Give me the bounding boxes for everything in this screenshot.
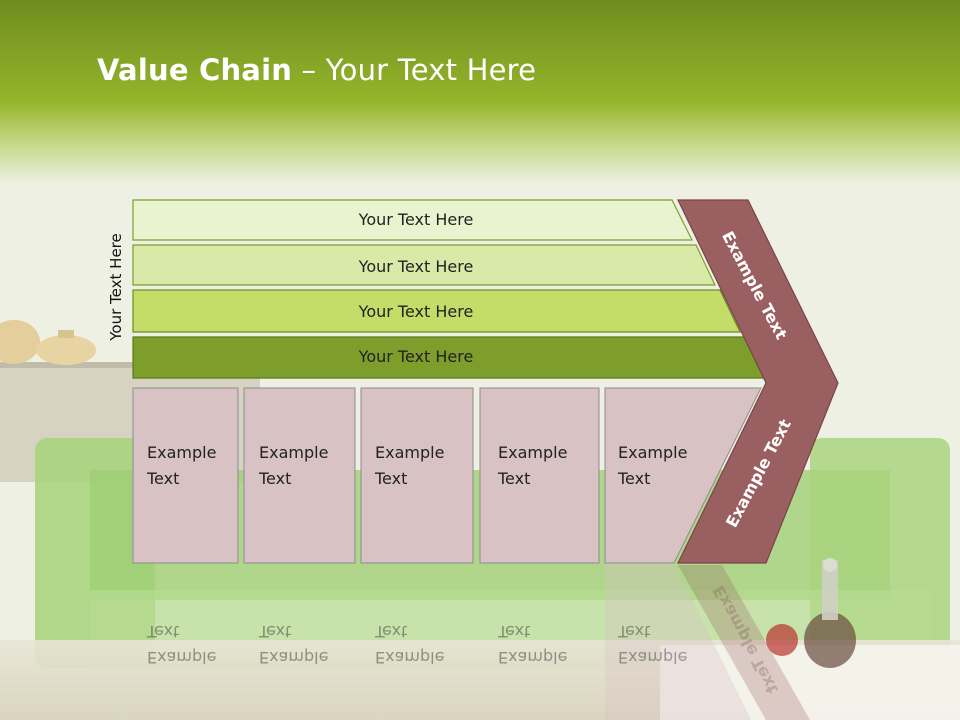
- svg-text:Example: Example: [498, 648, 567, 667]
- cell-box-3: [360, 387, 474, 564]
- cell-4: Example Text: [479, 387, 600, 564]
- bar-row-4: Your Text Here: [132, 336, 765, 379]
- cell-1-line-1: Example: [147, 443, 216, 462]
- title-bold: Value Chain: [97, 53, 293, 87]
- svg-text:Example: Example: [375, 648, 444, 667]
- svg-text:Text: Text: [497, 622, 530, 641]
- cell-4-line-1: Example: [498, 443, 567, 462]
- cell-box-1: [132, 387, 239, 564]
- cell-reflection-1: Example: [147, 648, 216, 667]
- svg-text:Text: Text: [374, 622, 407, 641]
- bar-1: [132, 199, 693, 241]
- cell-5-line-1: Example: [618, 443, 687, 462]
- cell-5: Example Text: [604, 387, 762, 564]
- svg-text:Text: Text: [258, 622, 291, 641]
- cell-2-line-2: Text: [258, 469, 291, 488]
- svg-text:Example: Example: [259, 648, 328, 667]
- bar-label-1: Your Text Here: [358, 210, 474, 229]
- cell-box-4: [479, 387, 600, 564]
- title-rest: – Your Text Here: [292, 53, 537, 87]
- bar-3: [132, 289, 741, 333]
- cell-1-line-2: Text: [146, 469, 179, 488]
- cell-2-line-1: Example: [259, 443, 328, 462]
- cell-3: Example Text: [360, 387, 474, 564]
- cell-box-5: [604, 387, 762, 564]
- bar-label-2: Your Text Here: [358, 257, 474, 276]
- chevron-arrow: Example Text Example Text: [677, 199, 839, 564]
- chevron-shape: [677, 199, 839, 564]
- vase-left: [0, 320, 40, 364]
- cell-1: Example Text: [132, 387, 239, 564]
- bar-row-1: Your Text Here: [132, 199, 693, 241]
- bar-row-2: Your Text Here: [132, 244, 716, 286]
- svg-text:Example: Example: [618, 648, 687, 667]
- cell-4-line-2: Text: [497, 469, 530, 488]
- cell-box-2: [243, 387, 356, 564]
- bar-label-4: Your Text Here: [358, 347, 474, 366]
- svg-text:Text: Text: [146, 622, 179, 641]
- cell-5-line-2: Text: [617, 469, 650, 488]
- cell-3-line-2: Text: [374, 469, 407, 488]
- bar-2: [132, 244, 716, 286]
- page-title: Value Chain – Your Text Here: [97, 53, 536, 87]
- bar-label-3: Your Text Here: [358, 302, 474, 321]
- cell-2: Example Text: [243, 387, 356, 564]
- svg-text:Text: Text: [617, 622, 650, 641]
- bar-row-3: Your Text Here: [132, 289, 741, 333]
- cell-3-line-1: Example: [375, 443, 444, 462]
